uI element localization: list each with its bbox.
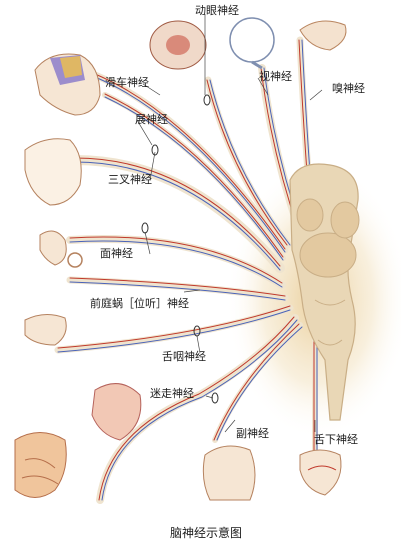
nerve-oculomotor bbox=[204, 76, 292, 249]
orbit-sketch bbox=[149, 20, 207, 70]
neck-sketch bbox=[202, 445, 256, 501]
eyeball-sketch bbox=[229, 17, 275, 70]
nose-sketch bbox=[299, 20, 347, 51]
label-vestibulocochlear: 前庭蜗［位听］神经 bbox=[90, 296, 189, 310]
mouth-sketch bbox=[24, 314, 67, 346]
brainstem bbox=[289, 163, 360, 421]
label-vagus: 迷走神经 bbox=[150, 386, 194, 400]
head-sketch-trigeminal bbox=[24, 138, 82, 206]
nerve-abducens bbox=[102, 92, 286, 261]
label-glossopharyngeal: 舌咽神经 bbox=[162, 349, 206, 363]
nerve-accessory bbox=[212, 322, 303, 443]
nerve-facial bbox=[66, 234, 286, 289]
heart-lung-sketch bbox=[91, 383, 142, 441]
label-accessory: 副神经 bbox=[236, 426, 269, 440]
label-abducens: 展神经 bbox=[135, 112, 168, 126]
nerve-vestibulocochlear bbox=[66, 276, 289, 302]
tongue-sketch bbox=[299, 449, 342, 496]
nerve-vagus bbox=[96, 314, 299, 504]
label-oculomotor: 动眼神经 bbox=[195, 3, 239, 17]
label-olfactory: 嗅神经 bbox=[332, 81, 365, 95]
diagram-caption: 脑神经示意图 bbox=[170, 525, 242, 540]
nerve-hypoglossal bbox=[311, 327, 318, 453]
nerve-trochlear bbox=[91, 71, 289, 254]
label-hypoglossal: 舌下神经 bbox=[314, 432, 358, 446]
leader-lines bbox=[136, 14, 323, 433]
label-trochlear: 滑车神经 bbox=[105, 75, 149, 89]
stomach-intestine-sketch bbox=[14, 432, 67, 498]
ear-sketch bbox=[39, 230, 83, 268]
nerve-glossopharyngeal bbox=[54, 304, 294, 354]
nerve-trigeminal bbox=[70, 155, 285, 273]
label-trigeminal: 三叉神经 bbox=[108, 172, 152, 186]
head-sketch-upper bbox=[34, 53, 101, 116]
label-optic: 视神经 bbox=[259, 69, 292, 83]
label-facial: 面神经 bbox=[100, 246, 133, 260]
